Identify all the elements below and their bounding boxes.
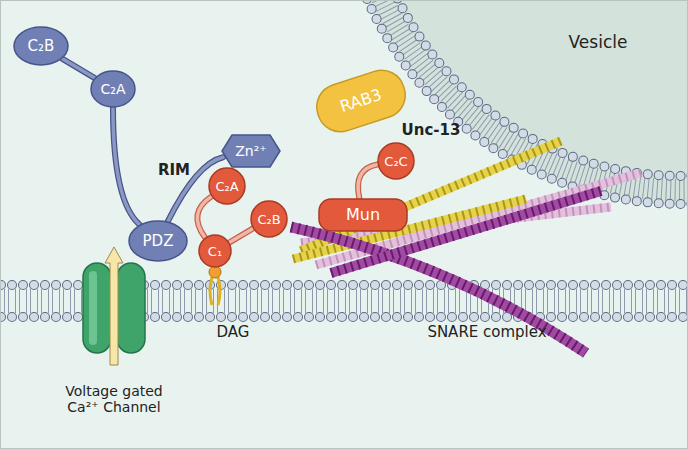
linker-outline (358, 164, 377, 198)
node-shape (319, 199, 407, 231)
structure-label: DAG (217, 324, 250, 341)
node-shape (222, 135, 280, 167)
protein-linker (230, 229, 253, 243)
domain-label: C₂A (101, 82, 126, 96)
node-shape (311, 64, 411, 137)
structure-label: SNARE complex (427, 324, 546, 341)
node-shape (251, 201, 287, 237)
protein-domain: C₂B (250, 200, 288, 238)
protein-linker (358, 164, 377, 198)
protein-name: Unc-13 (402, 122, 461, 139)
linker-core (62, 59, 94, 78)
protein-domain: C₂B (13, 26, 69, 66)
domain-label: C₂B (28, 39, 55, 54)
node-shape (209, 168, 245, 204)
protein-domain: PDZ (128, 220, 188, 262)
protein-linker (197, 197, 211, 238)
node-shape (14, 27, 68, 65)
helix (291, 227, 586, 353)
domain-label: Mun (346, 207, 380, 223)
protein-domain: C₂C (377, 142, 415, 180)
calcium-channel (83, 247, 145, 365)
mun-domain: Mun (318, 198, 408, 232)
protein-linker (62, 59, 94, 78)
protein-linker (113, 108, 139, 225)
helix (291, 227, 586, 353)
domain-label: Zn²⁺ (235, 144, 266, 158)
domain-label: C₂A (215, 180, 238, 193)
node-shape (91, 71, 135, 107)
lipid-heads (366, 1, 688, 176)
linker-core (197, 197, 211, 238)
protein-domain: C₁ (198, 234, 232, 268)
domain-label: C₂C (384, 155, 407, 168)
node-shape (199, 235, 231, 267)
channel-subunit (117, 263, 145, 353)
node-shape (378, 143, 414, 179)
domain-label: C₁ (208, 245, 222, 258)
dag-tail (210, 277, 212, 305)
rab3-protein: RAB3 (310, 63, 413, 139)
domain-label: C₂B (257, 213, 280, 226)
channel-highlight (89, 271, 97, 345)
protein-domain: C₂A (208, 167, 246, 205)
linker-outline (197, 197, 211, 238)
linker-outline (62, 59, 94, 78)
protein-domain: C₂A (90, 70, 136, 108)
channel-label: Voltage gated Ca²⁺ Channel (52, 383, 176, 415)
calcium-flux-arrow (105, 247, 123, 365)
dag-tail (218, 277, 220, 305)
dag-head (209, 266, 221, 278)
node-shape (129, 221, 187, 261)
snare-helices (291, 141, 641, 353)
linker-outline (230, 229, 253, 243)
dag-lipid (209, 266, 221, 305)
protein-name: RIM (158, 162, 190, 179)
linker-outline (113, 108, 139, 225)
channel-subunit (83, 263, 111, 353)
linker-core (230, 229, 253, 243)
linker-core (113, 108, 139, 225)
structure-label: Vesicle (569, 33, 628, 53)
zinc-finger-hexagon: Zn²⁺ (221, 134, 281, 168)
linker-core (358, 164, 377, 198)
domain-label: PDZ (143, 234, 174, 249)
lipid-heads (366, 1, 688, 176)
